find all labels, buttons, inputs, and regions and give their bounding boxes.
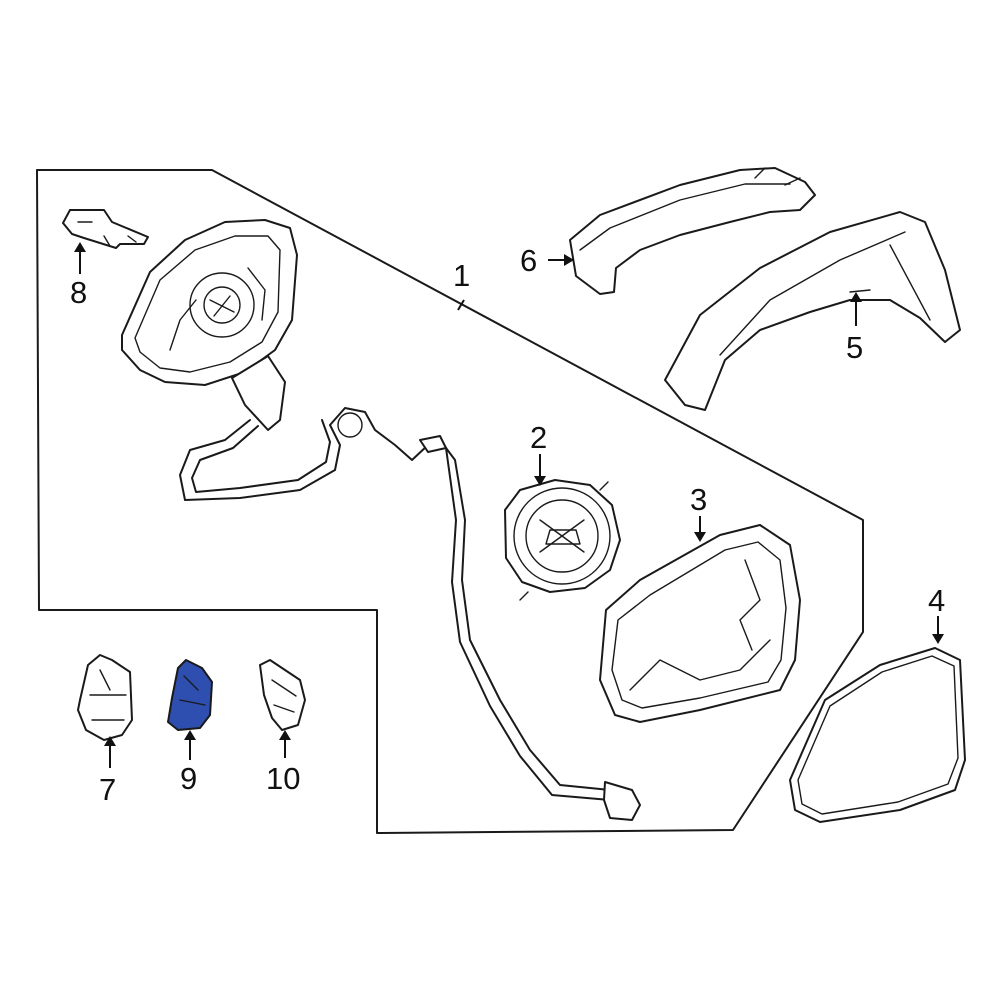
- callout-5: 5: [846, 330, 863, 365]
- callout-8: 8: [70, 275, 87, 310]
- assembly-boundary: [36, 169, 864, 834]
- callout-2: 2: [530, 420, 547, 455]
- callout-10: 10: [266, 761, 300, 796]
- wiring-harness[interactable]: [179, 407, 641, 821]
- part-8-bracket[interactable]: [62, 209, 149, 249]
- part-9-bracket-highlighted[interactable]: [167, 659, 213, 731]
- part-2-actuator[interactable]: [504, 479, 621, 601]
- leader-lines: [74, 242, 944, 768]
- callout-9: 9: [180, 761, 197, 796]
- part-6-turn-signal[interactable]: [569, 167, 816, 295]
- part-10-clip[interactable]: [259, 659, 306, 731]
- callout-7: 7: [99, 772, 116, 807]
- callout-6: 6: [520, 243, 537, 278]
- part-4-mirror-glass[interactable]: [789, 647, 966, 823]
- mirror-base-housing[interactable]: [121, 219, 298, 431]
- part-3-mirror-frame[interactable]: [599, 524, 801, 723]
- callout-3: 3: [690, 482, 707, 517]
- callout-4: 4: [928, 583, 945, 618]
- part-7-clip[interactable]: [77, 654, 133, 741]
- callout-1: 1: [453, 258, 470, 293]
- part-5-mirror-cap[interactable]: [664, 211, 961, 411]
- part-9-shape[interactable]: [167, 659, 213, 731]
